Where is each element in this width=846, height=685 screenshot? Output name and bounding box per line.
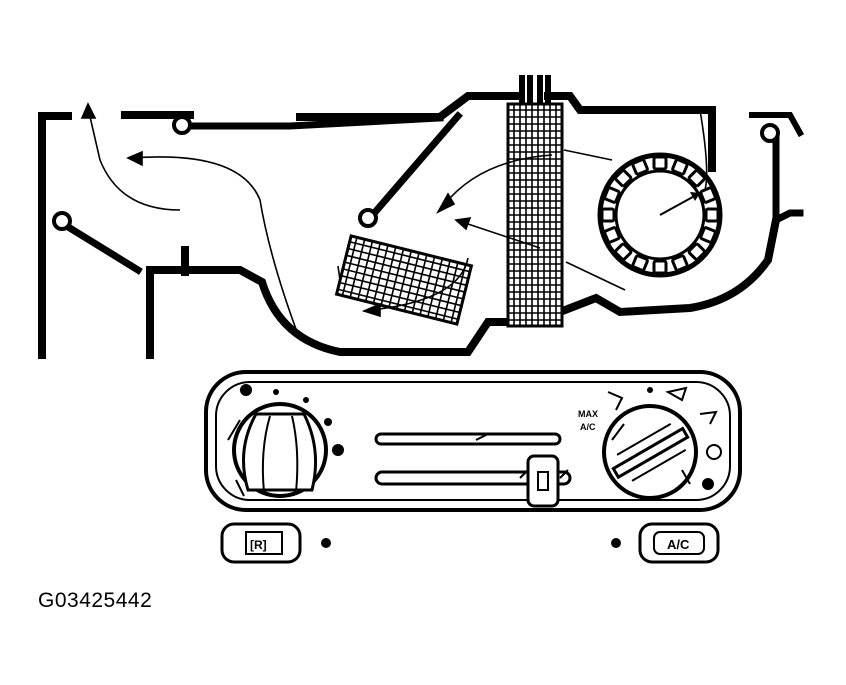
speed-dot-2-icon: [303, 397, 309, 403]
fan-off-icon: [240, 384, 252, 396]
mode-selector-knob[interactable]: MAX A/C: [578, 386, 722, 500]
blower-vane: [614, 242, 633, 261]
blower-vane: [603, 186, 621, 204]
blower-vane: [603, 226, 621, 244]
recirc-indicator-icon: [321, 538, 331, 548]
air-distribution-housing: [38, 75, 805, 359]
max-ac-label: MAX: [578, 409, 598, 419]
mode-defrost-dot-icon: [702, 478, 714, 490]
blower-vane: [652, 259, 668, 275]
speed-dot-3-icon: [324, 418, 332, 426]
blower-vane: [600, 207, 616, 223]
pivot-right-icon: [760, 123, 780, 143]
blower-vane: [671, 158, 689, 176]
blower-vane: [652, 155, 668, 171]
grid-line: [411, 254, 428, 314]
recirc-button[interactable]: [R]: [220, 522, 302, 564]
blower-vane: [671, 254, 689, 272]
mode-floor-icon: [699, 410, 718, 425]
recirc-button-label: [R]: [250, 538, 267, 552]
grid-line: [337, 288, 459, 321]
mode-bilevel-icon: [665, 386, 688, 402]
speed-dot-4-icon: [332, 444, 344, 456]
airflow-arrows: [80, 102, 708, 341]
grid-line: [395, 250, 413, 310]
blower-wheel-icon: [597, 152, 723, 278]
blower-vane: [699, 186, 717, 204]
grid-line: [388, 248, 405, 308]
grid-line: [364, 242, 381, 302]
grid-line: [339, 281, 460, 314]
grid-line: [442, 262, 459, 321]
ac-button-label: A/C: [667, 537, 690, 552]
grid-line: [342, 268, 464, 300]
grid-line: [341, 237, 358, 296]
svg-text:A/C: A/C: [580, 422, 596, 432]
speed-dot-1-icon: [273, 389, 279, 395]
mode-defrost-icon: [706, 444, 722, 460]
temperature-slider[interactable]: [374, 432, 572, 508]
blower-vane: [699, 226, 717, 244]
blower-vane: [704, 207, 720, 223]
figure-id: G03425442: [38, 589, 153, 612]
grid-line: [346, 254, 467, 287]
grid-line: [357, 241, 374, 300]
grid-line: [349, 240, 471, 273]
blower-vane: [687, 169, 706, 188]
ac-indicator-icon: [611, 538, 621, 548]
mode-panel-icon: [607, 391, 624, 411]
pivot-top-left-icon: [172, 115, 192, 135]
fan-speed-knob[interactable]: [227, 384, 344, 498]
heater-core-icon: [334, 234, 474, 326]
grid-line: [419, 256, 436, 316]
grid-line: [372, 244, 389, 304]
grid-line: [403, 252, 420, 312]
ac-button[interactable]: A/C: [638, 522, 720, 564]
blower-vane: [614, 169, 633, 188]
grid-line: [349, 239, 366, 298]
grid-line: [344, 261, 466, 293]
grid-line: [340, 274, 462, 307]
pivot-center-icon: [358, 208, 378, 228]
grid-line: [347, 247, 469, 280]
grid-line: [427, 258, 444, 318]
evaporator-core-icon: [506, 102, 564, 328]
door-pivots: [52, 115, 780, 231]
grid-line: [380, 246, 397, 306]
blower-vane: [631, 158, 649, 176]
grid-line: [450, 264, 467, 323]
blower-vane: [631, 254, 649, 272]
blower-vane: [687, 242, 706, 261]
pivot-left-icon: [52, 211, 72, 231]
